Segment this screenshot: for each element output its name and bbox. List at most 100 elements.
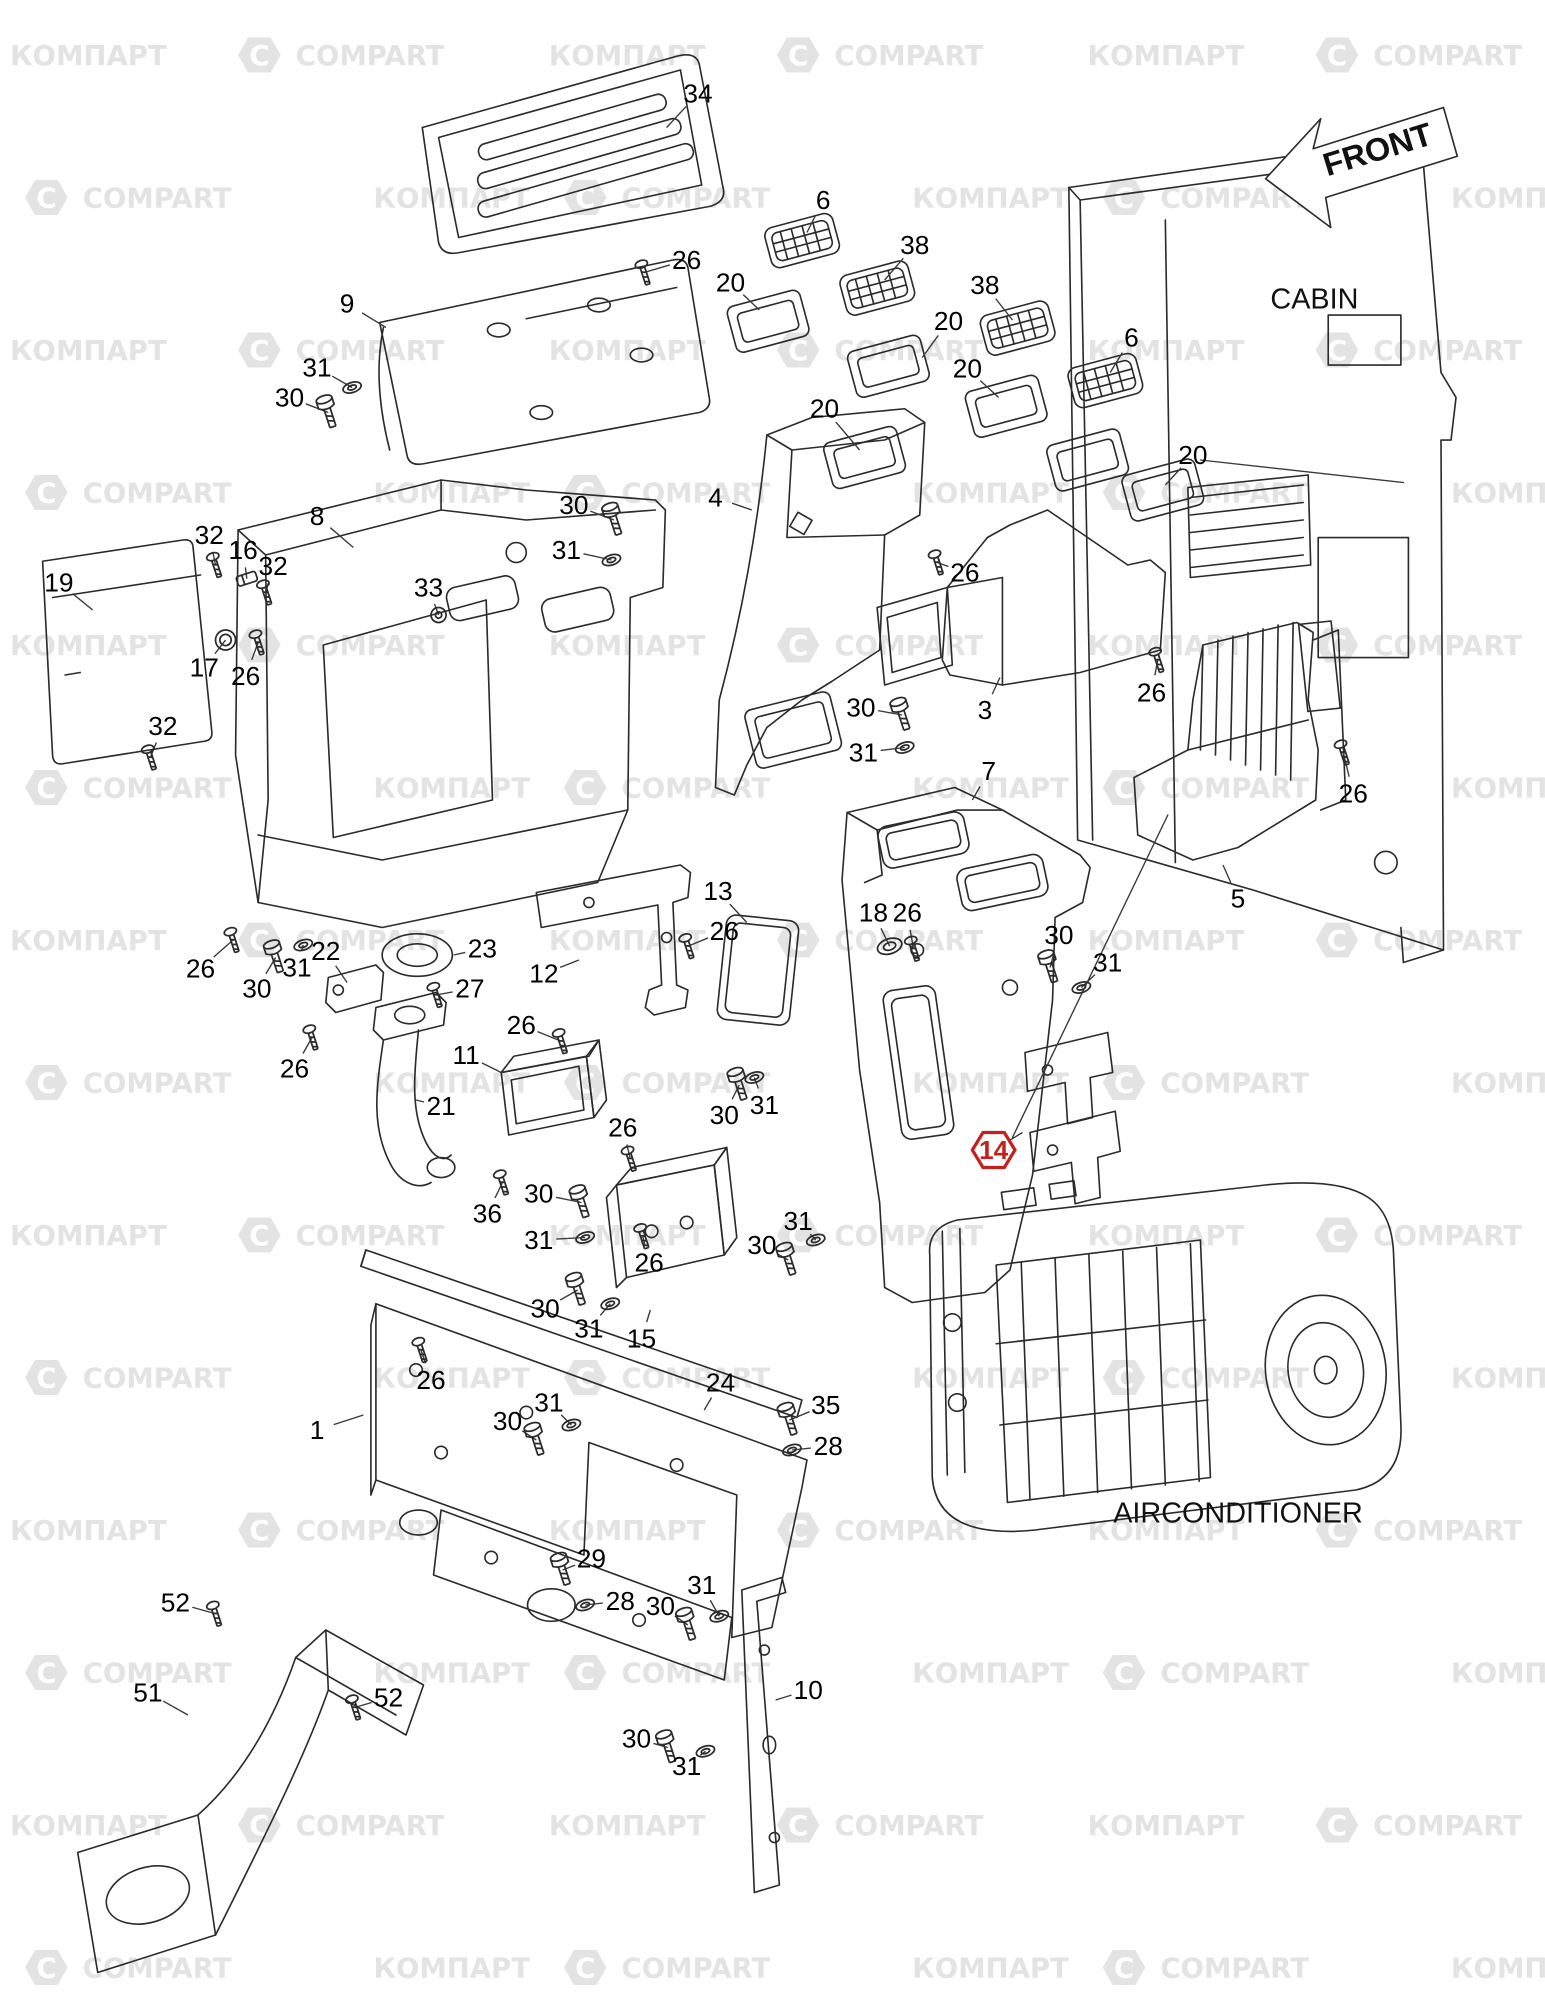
- part-callout-34: 34: [683, 79, 712, 109]
- part-callout-27: 27: [455, 974, 484, 1004]
- bezel-20d: [1046, 428, 1130, 492]
- part-callout-19: 19: [44, 568, 73, 598]
- part-callout-30: 30: [846, 693, 875, 723]
- part-22-bracket: [324, 964, 385, 1014]
- leader-line: [162, 1700, 189, 1716]
- part-19-panel: [41, 539, 213, 765]
- part-callout-31: 31: [750, 1090, 779, 1120]
- part-callout-33: 33: [414, 573, 443, 603]
- grille-38a: [839, 260, 916, 316]
- part-callout-8: 8: [310, 501, 325, 531]
- part-callout-1: 1: [310, 1415, 325, 1445]
- part-callout-31: 31: [524, 1225, 553, 1255]
- leader-line-to-14: [1011, 814, 1169, 1139]
- leader-line: [1222, 864, 1232, 884]
- part-21-tube: [372, 991, 456, 1187]
- leader-line: [731, 502, 753, 511]
- part-callout-32: 32: [195, 520, 224, 550]
- leader-line: [453, 951, 466, 956]
- part-callout-20: 20: [1178, 440, 1207, 470]
- part-callout-6: 6: [1124, 323, 1139, 353]
- part-callout-28: 28: [606, 1586, 635, 1616]
- part-callout-52: 52: [161, 1588, 190, 1618]
- leader-line: [687, 937, 709, 947]
- part-callout-31: 31: [784, 1206, 813, 1236]
- part-callout-15: 15: [627, 1324, 656, 1354]
- part-callout-24: 24: [706, 1368, 735, 1398]
- leader-line-20-cabin: [1199, 459, 1405, 484]
- part-callout-26: 26: [710, 916, 739, 946]
- part-callout-30: 30: [710, 1100, 739, 1130]
- part-callout-30: 30: [1044, 920, 1073, 950]
- leader-line: [729, 903, 748, 923]
- part-callout-12: 12: [529, 959, 558, 989]
- bezel-20c: [964, 374, 1048, 439]
- leader-line: [559, 959, 580, 968]
- leader-line: [1154, 659, 1159, 676]
- leader-line: [1008, 1131, 1023, 1142]
- part-callout-22: 22: [311, 936, 340, 966]
- part-1-lower-plate: [432, 1509, 733, 1681]
- part-callout-31: 31: [302, 353, 331, 383]
- leader-line: [335, 965, 348, 983]
- part-callout-31: 31: [552, 535, 581, 565]
- leader-line: [481, 1062, 502, 1074]
- leader-line: [333, 1414, 364, 1426]
- part-callout-26: 26: [672, 245, 701, 275]
- part-callout-31: 31: [687, 1570, 716, 1600]
- part-callout-32: 32: [148, 711, 177, 741]
- part-15-bracket-box: [605, 1146, 738, 1289]
- part-callout-26: 26: [634, 1248, 663, 1278]
- leader-line: [742, 294, 760, 311]
- part-callout-20: 20: [810, 394, 839, 424]
- airconditioner-label: AIRCONDITIONER: [1113, 1498, 1363, 1530]
- part-callout-52: 52: [374, 1683, 403, 1713]
- front-arrow: [1264, 106, 1459, 229]
- leader-line: [213, 939, 234, 958]
- part-callout-31: 31: [574, 1314, 603, 1344]
- part-callout-20: 20: [934, 306, 963, 336]
- part-callout-30: 30: [559, 490, 588, 520]
- part-callout-30: 30: [524, 1179, 553, 1209]
- bezel-20f: [1121, 458, 1205, 522]
- bezel-20a: [726, 289, 810, 354]
- part-callout-3: 3: [978, 695, 993, 725]
- part-callout-26: 26: [1137, 678, 1166, 708]
- part-10-strip: [740, 1576, 787, 1894]
- part-callout-30: 30: [493, 1406, 522, 1436]
- part-callout-11: 11: [452, 1040, 479, 1070]
- part-34-top-cover: [421, 54, 725, 255]
- part-callout-32: 32: [259, 551, 288, 581]
- leader-line: [703, 1397, 713, 1411]
- leader-line: [806, 215, 817, 233]
- part-callout-38: 38: [900, 230, 929, 260]
- leader-line: [192, 1606, 216, 1615]
- part-callout-31: 31: [1093, 948, 1122, 978]
- part-callout-20: 20: [716, 268, 745, 298]
- part-callout-51: 51: [133, 1678, 162, 1708]
- part-callout-26: 26: [507, 1010, 536, 1040]
- leader-line: [583, 553, 612, 561]
- grille-38b: [979, 300, 1056, 356]
- part-callout-31: 31: [534, 1388, 563, 1418]
- leader-line: [212, 551, 217, 566]
- part-callout-31: 31: [282, 953, 311, 983]
- part-callout-5: 5: [1231, 884, 1246, 914]
- cabin-wall: [1068, 139, 1457, 964]
- bezel-20b: [846, 334, 931, 399]
- part-callout-17: 17: [190, 653, 219, 683]
- part-callout-26: 26: [231, 661, 260, 691]
- highlight-hexagon: [970, 1130, 1017, 1170]
- leader-line: [979, 380, 1000, 399]
- leader-line: [214, 639, 227, 655]
- part-51-duct: [76, 1629, 425, 1974]
- leader-line: [653, 1742, 669, 1749]
- part-callout-20: 20: [953, 354, 982, 384]
- part-12-bracket: [535, 864, 692, 1016]
- part-1-floor-plate: [370, 1302, 808, 1639]
- part-callout-18: 18: [859, 898, 888, 928]
- part-callout-16: 16: [228, 535, 257, 565]
- part-callout-23: 23: [468, 934, 497, 964]
- part-callout-30: 30: [242, 974, 271, 1004]
